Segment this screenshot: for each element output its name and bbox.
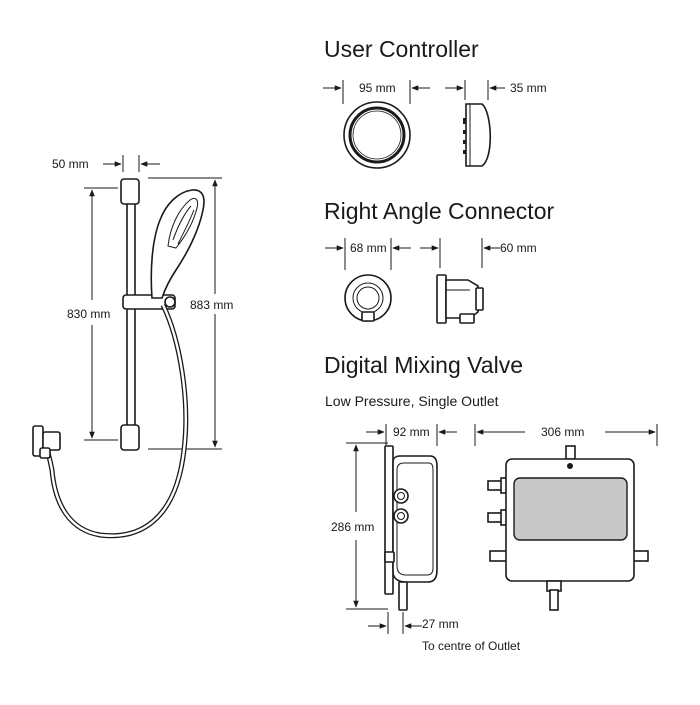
right-angle-connector-section: Right Angle Connector 68 mm 60 mm <box>324 198 554 324</box>
digital-mixing-valve-section: Digital Mixing Valve Low Pressure, Singl… <box>324 352 658 653</box>
valve-indicator-dot <box>567 463 573 469</box>
connector-diameter-label: 68 mm <box>350 241 387 255</box>
controller-depth-label: 35 mm <box>510 81 547 95</box>
riser-rail <box>126 195 136 433</box>
rail-length-label: 830 mm <box>67 307 110 321</box>
valve-height-label: 286 mm <box>331 520 374 534</box>
shower-hose <box>43 303 189 539</box>
valve-width-label: 306 mm <box>541 425 584 439</box>
connector-side-view <box>436 274 484 324</box>
connector-front-view <box>344 274 392 322</box>
user-controller-title: User Controller <box>324 36 479 62</box>
rail-top-bracket <box>120 178 140 205</box>
user-controller-section: User Controller 95 mm 35 mm <box>323 36 547 169</box>
controller-side-view <box>463 103 492 167</box>
shower-kit-drawing: 50 mm 830 mm 883 mm <box>32 155 233 539</box>
valve-outlet-pipe <box>398 581 408 611</box>
shower-width-label: 50 mm <box>52 157 89 171</box>
valve-left-pipe-upper <box>487 480 503 491</box>
valve-side-view <box>384 445 438 611</box>
valve-front-panel <box>513 477 628 541</box>
valve-inlet-cold <box>393 508 409 524</box>
rail-bottom-bracket <box>120 424 140 451</box>
valve-inlet-hot <box>393 488 409 504</box>
valve-side-depth-label: 92 mm <box>393 425 430 439</box>
overall-height-label: 883 mm <box>190 298 233 312</box>
valve-front-view <box>487 445 649 611</box>
right-angle-connector-title: Right Angle Connector <box>324 198 554 224</box>
controller-diameter-label: 95 mm <box>359 81 396 95</box>
outlet-offset-note: To centre of Outlet <box>422 639 521 653</box>
valve-outlet-pipe-front <box>549 589 559 611</box>
wall-outlet <box>32 425 61 459</box>
shower-handset <box>150 189 205 299</box>
slider-knob <box>164 296 176 308</box>
outlet-offset-label: 27 mm <box>422 617 459 631</box>
connector-depth-label: 60 mm <box>500 241 537 255</box>
digital-mixing-valve-title: Digital Mixing Valve <box>324 352 523 378</box>
digital-mixing-valve-subtitle: Low Pressure, Single Outlet <box>325 393 499 409</box>
valve-top-bracket <box>565 445 576 460</box>
valve-left-pipe-lower <box>487 512 503 523</box>
